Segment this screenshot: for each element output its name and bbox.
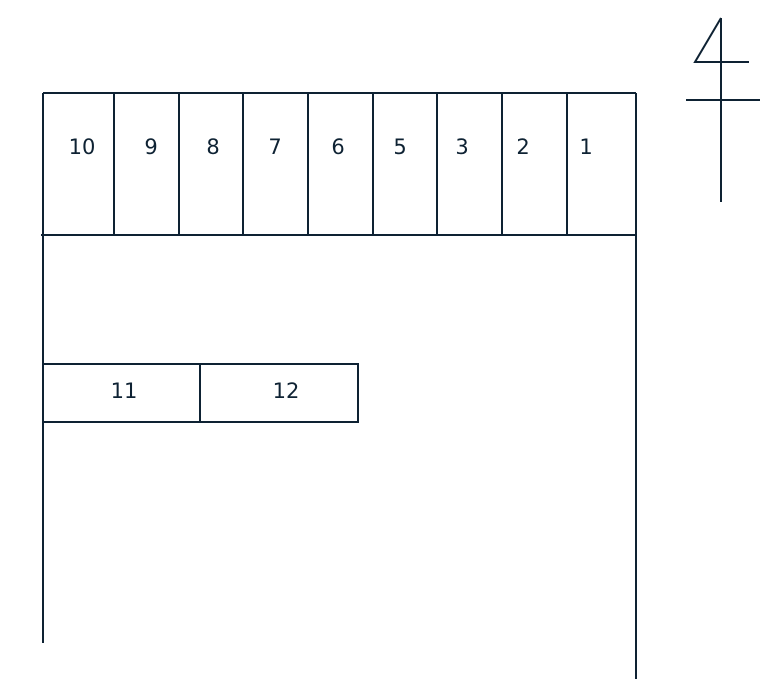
lot-boundary xyxy=(41,92,637,679)
stall-label-1: 1 xyxy=(579,135,592,159)
stall-label-7: 7 xyxy=(268,135,281,159)
north-arrow-icon xyxy=(686,17,760,202)
stall-label-6: 6 xyxy=(331,135,344,159)
stall-label-8: 8 xyxy=(206,135,219,159)
stall-label-3: 3 xyxy=(455,135,468,159)
stall-label-12: 12 xyxy=(273,379,300,403)
top-stall-row: 10 9 8 7 6 5 3 2 1 xyxy=(69,93,593,235)
stall-label-5: 5 xyxy=(393,135,406,159)
stall-label-9: 9 xyxy=(144,135,157,159)
stall-label-2: 2 xyxy=(516,135,529,159)
stall-label-11: 11 xyxy=(111,379,138,403)
north-arrow-head xyxy=(693,17,749,63)
stall-label-10: 10 xyxy=(69,135,96,159)
lower-stall-row: 11 12 xyxy=(42,363,359,423)
